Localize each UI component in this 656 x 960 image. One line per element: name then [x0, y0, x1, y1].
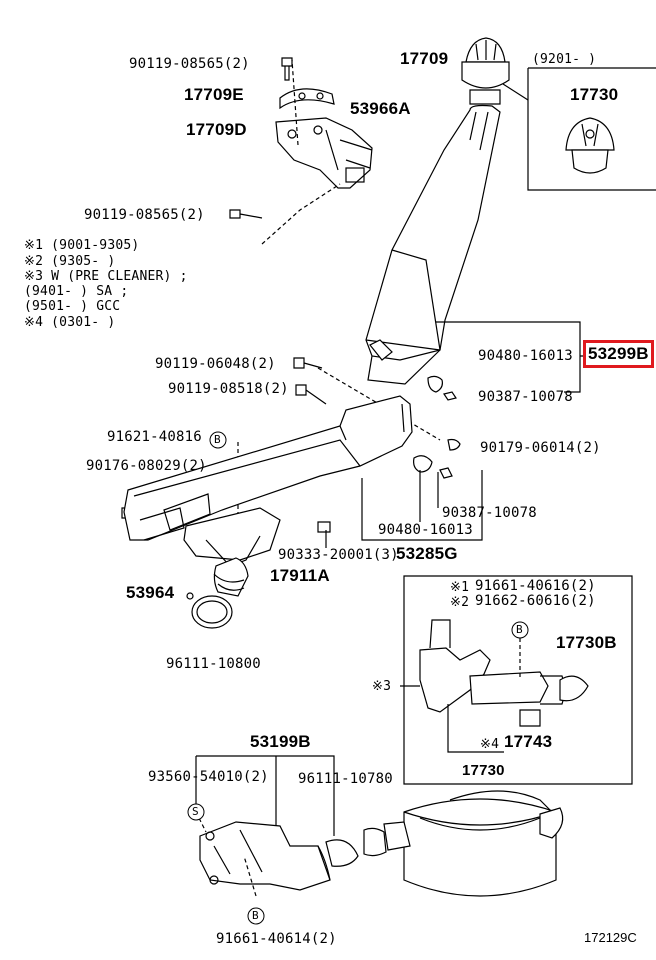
clamp-a-drawing	[191, 595, 233, 629]
part-90176-08029[interactable]: 90176-08029(2)	[86, 458, 207, 474]
air-cleaner-drawing	[363, 790, 564, 897]
part-90480-16013-a[interactable]: 90480-16013	[478, 348, 573, 364]
marker-1: ※1	[450, 580, 470, 595]
marker-4-side: ※4	[480, 737, 500, 752]
part-96111-10780[interactable]: 96111-10780	[298, 771, 393, 787]
circle-letter-b-1: B	[214, 433, 221, 446]
part-90119-06048[interactable]: 90119-06048(2)	[155, 356, 276, 372]
highlight-box-53299b	[583, 340, 654, 368]
part-90387-10078-b[interactable]: 90387-10078	[442, 505, 537, 521]
part-90119-08518[interactable]: 90119-08518(2)	[168, 381, 289, 397]
clamp-b-drawing	[325, 839, 359, 867]
part-53299b[interactable]: 53299B	[588, 344, 649, 363]
part-53964[interactable]: 53964	[126, 583, 175, 602]
snorkel-cap-drawing	[461, 37, 510, 105]
leader-53285g	[361, 470, 483, 541]
inset-date-range: (9201- )	[532, 52, 597, 67]
part-17911a[interactable]: 17911A	[270, 566, 330, 585]
part-17709[interactable]: 17709	[400, 49, 449, 68]
note-4: ※4 (0301- )	[24, 315, 116, 330]
part-93560-54010[interactable]: 93560-54010(2)	[148, 769, 269, 785]
circled-letters	[187, 431, 529, 925]
inset-valve-drawing	[565, 117, 615, 174]
circle-letter-b-2: B	[516, 623, 523, 636]
inset-frame	[527, 67, 656, 191]
part-53199b[interactable]: 53199B	[250, 732, 311, 751]
part-90387-10078-a[interactable]: 90387-10078	[478, 389, 573, 405]
leader-line	[502, 83, 529, 101]
marker-2: ※2	[450, 595, 470, 610]
note-3a: (9401- ) SA ;	[24, 284, 129, 299]
part-17743[interactable]: 17743	[504, 732, 553, 751]
part-90480-16013-b[interactable]: 90480-16013	[378, 522, 473, 538]
part-17730[interactable]: 17730	[462, 762, 505, 779]
bracket-e-drawing	[279, 88, 335, 110]
snorkel-duct-drawing	[365, 104, 501, 385]
part-91621-40816[interactable]: 91621-40816	[107, 429, 202, 445]
fender-plate-drawing	[123, 395, 413, 541]
valve-assembly-drawing	[419, 619, 589, 753]
part-17709e[interactable]: 17709E	[184, 85, 244, 104]
lower-bracket-drawing	[183, 507, 281, 597]
part-90179-06014[interactable]: 90179-06014(2)	[480, 440, 601, 456]
note-3b: (9501- ) GCC	[24, 299, 121, 314]
part-90333-20001[interactable]: 90333-20001(3)	[278, 547, 399, 563]
part-91662-60616[interactable]: 91662-60616(2)	[475, 593, 596, 609]
bolt-drawings	[121, 57, 331, 533]
circle-letter-s: S	[192, 805, 199, 818]
part-91661-40616[interactable]: 91661-40616(2)	[475, 578, 596, 594]
part-90119-08565-mid[interactable]: 90119-08565(2)	[84, 207, 205, 223]
grommet-drawings	[413, 375, 461, 479]
valve-box-frame	[403, 575, 633, 785]
note-2: ※2 (9305- )	[24, 254, 116, 269]
note-1: ※1 (9001-9305)	[24, 238, 140, 253]
part-17730b[interactable]: 17730B	[556, 633, 617, 652]
part-17709d[interactable]: 17709D	[186, 120, 247, 139]
part-53285g[interactable]: 53285G	[396, 544, 458, 563]
lower-hose-drawing	[199, 821, 331, 891]
marker-3-side: ※3	[372, 679, 392, 694]
part-90119-08565-top[interactable]: 90119-08565(2)	[129, 56, 250, 72]
circle-letter-b-3: B	[252, 909, 259, 922]
part-96111-10800[interactable]: 96111-10800	[166, 656, 261, 672]
part-91661-40614[interactable]: 91661-40614(2)	[216, 931, 337, 947]
note-3: ※3 W (PRE CLEANER) ;	[24, 269, 188, 284]
bracket-d-drawing	[275, 117, 373, 189]
part-53966a[interactable]: 53966A	[350, 99, 411, 118]
diagram-id: 172129C	[584, 930, 637, 945]
part-17730-inset[interactable]: 17730	[570, 85, 619, 104]
